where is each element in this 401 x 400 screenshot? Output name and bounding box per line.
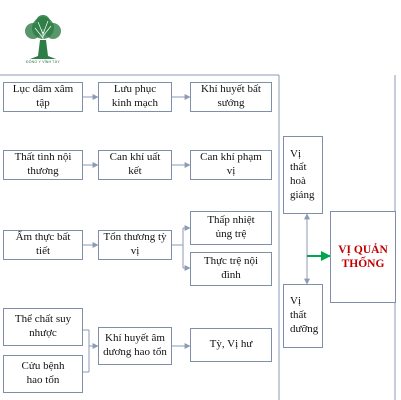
effect-box-1: Khí huyết bất sướng — [190, 82, 272, 112]
mechanism-box-2: Vị thất dưỡng — [283, 284, 323, 348]
cause-box-3: Ẩm thực bất tiết — [3, 230, 83, 260]
process-box-2: Can khí uất kết — [98, 150, 172, 180]
effect-box-4: Tỳ, Vị hư — [190, 328, 272, 362]
cause-box-2: Thất tình nội thương — [3, 150, 83, 180]
logo-text: ĐÔNG Y VĨNH TÙY — [26, 60, 60, 64]
cause-box-4b: Cửu bệnh hao tổn — [3, 355, 83, 393]
result-box: VỊ QUẢN THỐNG — [330, 211, 396, 303]
process-box-1: Lưu phục kinh mạch — [98, 82, 172, 112]
process-box-3: Tổn thương tỳ vị — [98, 230, 172, 260]
tree-logo-icon — [25, 15, 61, 59]
effect-box-3b: Thực trệ nội đình — [190, 252, 272, 286]
cause-box-4a: Thể chất suy nhược — [3, 308, 83, 346]
cause-box-1: Lục dâm xâm tập — [3, 82, 83, 112]
process-box-4: Khí huyết âm dương hao tổn — [98, 327, 172, 365]
effect-box-3a: Thấp nhiệt ủng trệ — [190, 211, 272, 245]
mechanism-box-1: Vị thất hoà giáng — [283, 136, 323, 214]
effect-box-2: Can khí phạm vị — [190, 150, 272, 180]
